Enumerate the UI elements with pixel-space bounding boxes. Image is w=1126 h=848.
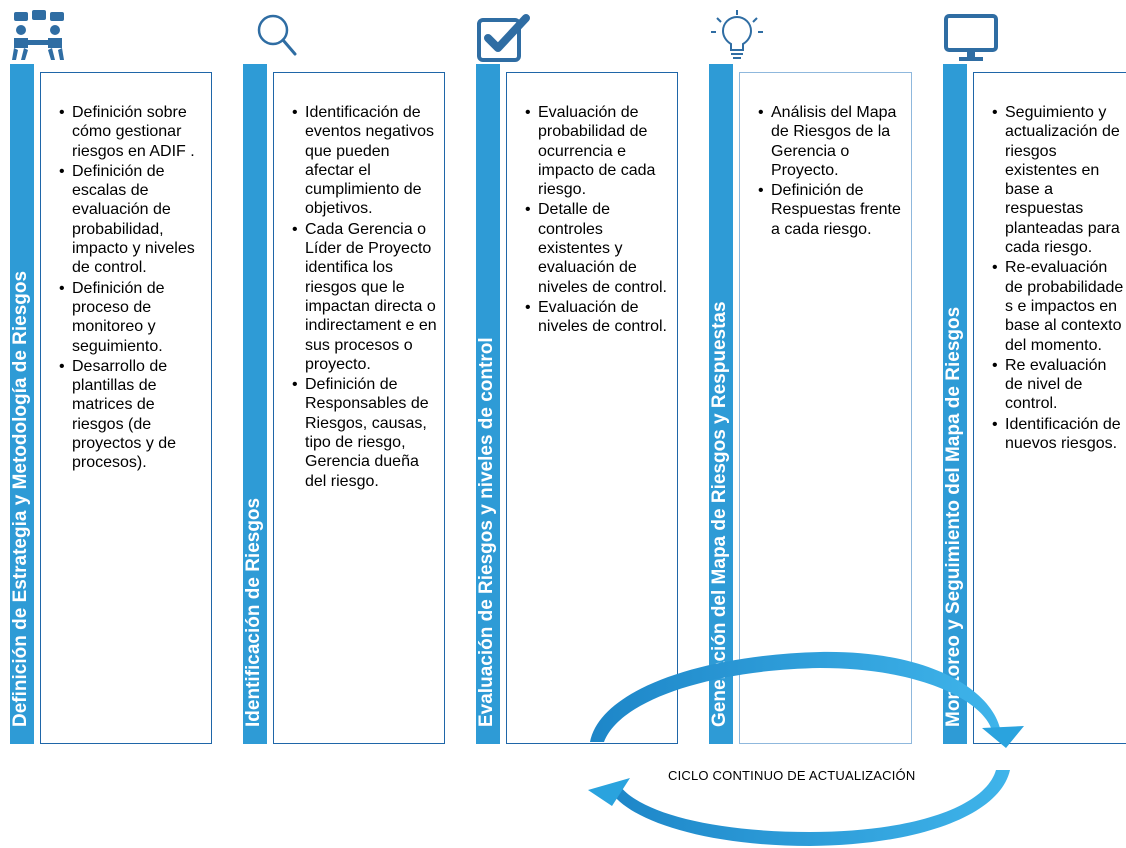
checkbox-icon [477,14,530,62]
stage-item: Definición de Responsables de Riesgos, c… [292,375,438,491]
meeting-people-icon [12,10,64,60]
cycle-arrow-head-left [588,778,630,806]
stage-evaluacion: Evaluación de Riesgos y niveles de contr… [476,0,706,745]
stage-item: Identificación de eventos negativos que … [292,103,438,219]
cycle-arrow-bottom [610,770,1010,846]
stage-item: Evaluación de probabilidad de ocurrencia… [525,103,671,199]
stage-item: Desarrollo de plantillas de matrices de … [59,357,205,473]
stage-item: Seguimiento y actualización de riesgos e… [992,103,1126,257]
stage-item: Cada Gerencia o Líder de Proyecto identi… [292,220,438,374]
stage-item: Definición sobre cómo gestionar riesgos … [59,103,205,161]
monitor-icon [944,14,998,61]
cycle-arrow-head-right [982,726,1024,748]
stage-bar: Evaluación de Riesgos y niveles de contr… [476,64,500,744]
stage-box: Evaluación de probabilidad de ocurrencia… [506,72,678,744]
stage-generacion: Generación del Mapa de Riesgos y Respues… [709,0,939,745]
stage-box: Identificación de eventos negativos que … [273,72,445,744]
stage-bar: Definición de Estrategia y Metodología d… [10,64,34,744]
stage-items: Evaluación de probabilidad de ocurrencia… [525,103,671,338]
stage-items: Análisis del Mapa de Riesgos de la Geren… [758,103,905,240]
stage-monitoreo: Monitoreo y Seguimiento del Mapa de Ries… [943,0,1126,745]
stage-item: Definición de Respuestas frente a cada r… [758,181,905,239]
magnifier-icon [257,14,297,56]
stage-item: Re-evaluación de probabilidade s e impac… [992,258,1126,354]
cycle-label: CICLO CONTINUO DE ACTUALIZACIÓN [668,768,916,783]
stage-box: Análisis del Mapa de Riesgos de la Geren… [739,72,912,744]
stage-item: Identificación de nuevos riesgos. [992,415,1126,454]
stage-items: Seguimiento y actualización de riesgos e… [992,103,1126,454]
stage-item: Re evaluación de nivel de control. [992,356,1126,414]
stage-box: Definición sobre cómo gestionar riesgos … [40,72,212,744]
stage-identificacion: Identificación de Riesgos Identificación… [243,0,473,745]
stage-item: Detalle de controles existentes y evalua… [525,200,671,296]
stage-bar: Identificación de Riesgos [243,64,267,744]
stage-items: Identificación de eventos negativos que … [292,103,438,492]
stage-estrategia: Definición de Estrategia y Metodología d… [10,0,240,745]
stage-bar: Monitoreo y Seguimiento del Mapa de Ries… [943,64,967,744]
stage-item: Evaluación de niveles de control. [525,298,671,337]
stage-item: Definición de escalas de evaluación de p… [59,162,205,278]
stage-item: Análisis del Mapa de Riesgos de la Geren… [758,103,905,180]
stage-box: Seguimiento y actualización de riesgos e… [973,72,1126,744]
stage-item: Definición de proceso de monitoreo y seg… [59,279,205,356]
lightbulb-icon [711,10,763,59]
cycle-arrow-top [590,651,1000,742]
stage-bar: Generación del Mapa de Riesgos y Respues… [709,64,733,744]
stage-items: Definición sobre cómo gestionar riesgos … [59,103,205,474]
